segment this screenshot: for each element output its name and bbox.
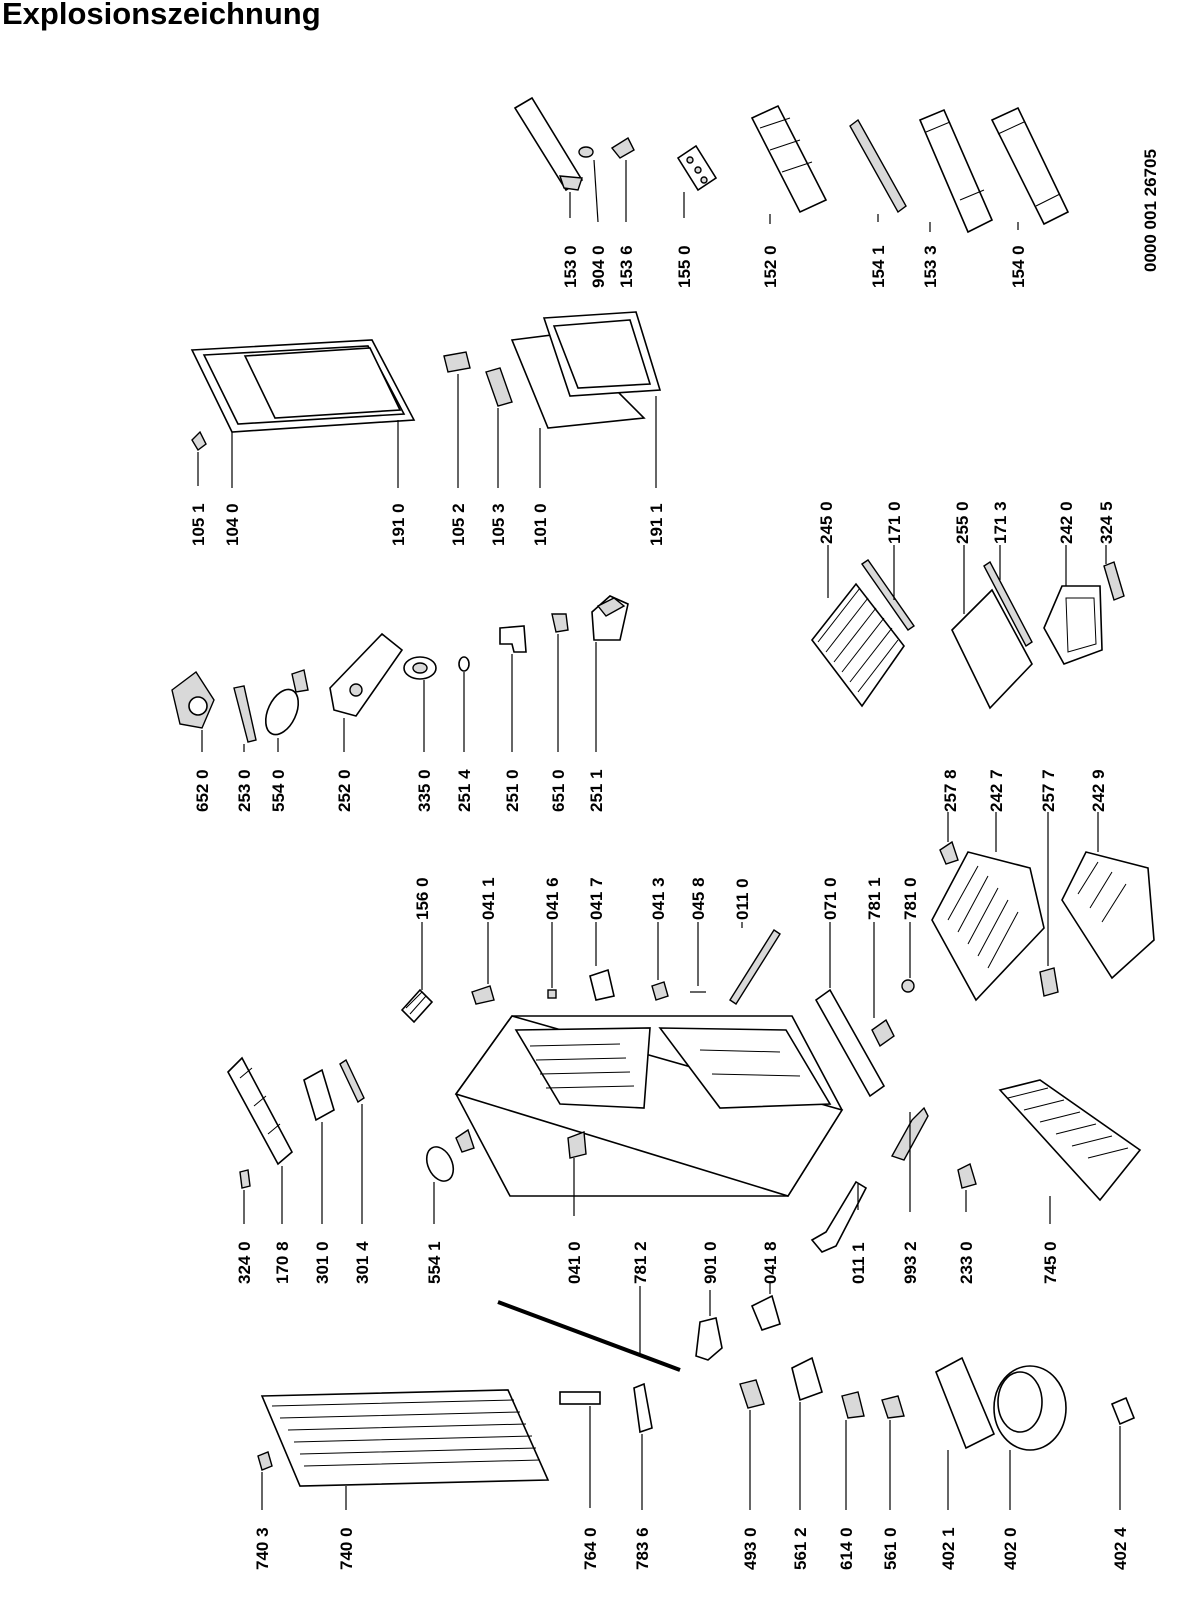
part-number-label: 781 2 bbox=[631, 1241, 650, 1284]
part-number-label: 171 3 bbox=[991, 501, 1010, 544]
part-number-label: 242 7 bbox=[987, 769, 1006, 812]
part-number-label: 105 2 bbox=[449, 503, 468, 546]
part-number-label: 170 8 bbox=[273, 1241, 292, 1284]
part-number-label: 554 0 bbox=[269, 769, 288, 812]
part-number-label: 335 0 bbox=[415, 769, 434, 812]
part-number-label: 152 0 bbox=[761, 245, 780, 288]
part-number-label: 153 3 bbox=[921, 245, 940, 288]
part-number-label: 155 0 bbox=[675, 245, 694, 288]
part-number-label: 402 0 bbox=[1001, 1527, 1020, 1570]
part-number-label: 324 5 bbox=[1097, 501, 1116, 544]
shelf-group bbox=[810, 545, 1125, 710]
part-number-label: 257 8 bbox=[941, 769, 960, 812]
part-number-label: 745 0 bbox=[1041, 1241, 1060, 1284]
part-number-label: 041 6 bbox=[543, 877, 562, 920]
part-number-label: 233 0 bbox=[957, 1241, 976, 1284]
part-number-label: 740 3 bbox=[253, 1527, 272, 1570]
part-number-label: 257 7 bbox=[1039, 769, 1058, 812]
part-number-label: 041 1 bbox=[479, 877, 498, 920]
part-number-label: 011 1 bbox=[849, 1242, 868, 1284]
part-number-label: 740 0 bbox=[337, 1527, 356, 1570]
page-title: Explosionszeichnung bbox=[2, 0, 321, 31]
part-number-label: 011 0 bbox=[733, 878, 752, 920]
part-number-label: 652 0 bbox=[193, 769, 212, 812]
part-number-label: 554 1 bbox=[425, 1241, 444, 1284]
left-parts-group bbox=[227, 1056, 475, 1224]
part-number-label: 154 0 bbox=[1009, 245, 1028, 288]
freezer-drawer-group bbox=[931, 812, 1155, 1002]
part-number-label: 252 0 bbox=[335, 769, 354, 812]
part-number-label: 156 0 bbox=[413, 877, 432, 920]
part-number-label: 251 4 bbox=[455, 769, 474, 812]
part-number-label: 253 0 bbox=[235, 769, 254, 812]
part-number-label: 901 0 bbox=[701, 1241, 720, 1284]
part-number-label: 041 3 bbox=[649, 877, 668, 920]
part-number-label: 153 6 bbox=[617, 245, 636, 288]
document-number: 0000 001 26705 bbox=[1141, 149, 1160, 272]
part-number-label: 245 0 bbox=[817, 501, 836, 544]
door-shelf-group bbox=[513, 96, 1070, 234]
part-number-label: 242 9 bbox=[1089, 769, 1108, 812]
part-number-label: 191 1 bbox=[647, 503, 666, 546]
bottom-parts-group bbox=[257, 1356, 1136, 1510]
part-number-label: 071 0 bbox=[821, 877, 840, 920]
part-number-label: 104 0 bbox=[223, 503, 242, 546]
part-number-label: 764 0 bbox=[581, 1527, 600, 1570]
part-number-label: 904 0 bbox=[589, 245, 608, 288]
part-number-label: 101 0 bbox=[531, 503, 550, 546]
part-number-label: 154 1 bbox=[869, 245, 888, 288]
part-number-label: 301 0 bbox=[313, 1241, 332, 1284]
part-number-label: 041 7 bbox=[587, 877, 606, 920]
part-number-label: 191 0 bbox=[389, 503, 408, 546]
compressor-area-group bbox=[497, 1079, 1142, 1372]
part-number-label: 781 1 bbox=[865, 877, 884, 920]
part-number-label: 783 6 bbox=[633, 1527, 652, 1570]
part-number-label: 614 0 bbox=[837, 1527, 856, 1570]
part-number-label: 561 2 bbox=[791, 1527, 810, 1570]
part-number-label: 301 4 bbox=[353, 1241, 372, 1284]
part-number-label: 493 0 bbox=[741, 1527, 760, 1570]
part-number-label: 251 0 bbox=[503, 769, 522, 812]
part-number-label: 045 8 bbox=[689, 877, 708, 920]
part-number-label: 324 0 bbox=[235, 1241, 254, 1284]
control-parts-group bbox=[171, 595, 629, 752]
part-number-label: 781 0 bbox=[901, 877, 920, 920]
part-number-label: 402 4 bbox=[1111, 1527, 1130, 1570]
part-number-label: 402 1 bbox=[939, 1527, 958, 1570]
part-number-label: 041 0 bbox=[565, 1241, 584, 1284]
part-number-label: 993 2 bbox=[901, 1241, 920, 1284]
part-number-label: 255 0 bbox=[953, 501, 972, 544]
part-number-label: 153 0 bbox=[561, 245, 580, 288]
cabinet-group bbox=[454, 1015, 844, 1216]
part-number-label: 041 8 bbox=[761, 1241, 780, 1284]
part-number-label: 651 0 bbox=[549, 769, 568, 812]
part-label-layer: 153 0 904 0 153 6 155 0 152 0 154 1 153 3 154 0… bbox=[189, 245, 1130, 1570]
part-number-label: 251 1 bbox=[587, 769, 606, 812]
fittings-group bbox=[400, 922, 915, 1098]
part-number-label: 561 0 bbox=[881, 1527, 900, 1570]
part-number-label: 105 3 bbox=[489, 503, 508, 546]
part-number-label: 105 1 bbox=[189, 503, 208, 546]
part-number-label: 242 0 bbox=[1057, 501, 1076, 544]
part-number-label: 171 0 bbox=[885, 501, 904, 544]
door-frame-group bbox=[190, 311, 662, 488]
